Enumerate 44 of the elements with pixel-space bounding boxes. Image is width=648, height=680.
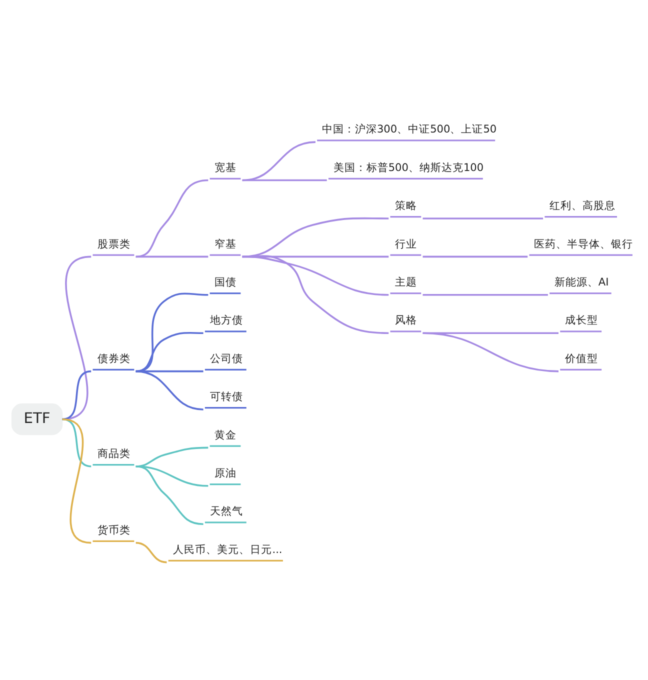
node-text: 可转债: [210, 391, 243, 404]
node-text: 主题: [395, 276, 418, 288]
node-text: 新能源、AI: [554, 276, 609, 288]
connector: [422, 218, 544, 220]
connector: [242, 179, 327, 182]
connector: [62, 418, 92, 544]
node-text: 美国：标普500、纳斯达克100: [333, 162, 484, 174]
node-text: 商品类: [98, 448, 131, 460]
node-text: 成长型: [565, 314, 598, 327]
node-text: 公司债: [210, 352, 243, 365]
connector: [422, 332, 559, 372]
node-text: 中国：沪深300、中证500、上证50: [322, 124, 497, 136]
node-text: 原油: [214, 467, 237, 480]
node-text: 风格: [395, 314, 418, 327]
node-text: 股票类: [98, 238, 131, 250]
connector: [136, 370, 204, 410]
node-text: 策略: [395, 200, 418, 212]
connector: [422, 332, 558, 334]
node-text: 人民币、美元、日元...: [173, 544, 282, 556]
connector: [422, 294, 548, 296]
connector: [62, 370, 92, 420]
connector: [136, 292, 208, 372]
connector: [136, 466, 204, 525]
connector: [62, 256, 92, 420]
node-text: 国债: [214, 276, 237, 288]
node-text: 医药、半导体、银行: [534, 238, 634, 250]
node-box: ETF: [11, 403, 63, 436]
node-text: 宽基: [214, 162, 237, 174]
node-text: 红利、高股息: [550, 200, 616, 212]
node-text: 天然气: [210, 506, 243, 518]
node-text: 价值型: [565, 352, 598, 365]
connector: [422, 256, 528, 258]
connector: [242, 255, 389, 334]
connector: [136, 332, 204, 372]
node-text: 债券类: [98, 352, 131, 365]
node-text: 货币类: [98, 524, 131, 536]
connector: [136, 256, 208, 258]
connector: [136, 179, 208, 258]
node-text: 黄金: [214, 429, 237, 442]
node-text: 行业: [395, 238, 418, 250]
node-text: 窄基: [214, 238, 237, 250]
connector: [136, 542, 167, 564]
connector: [242, 217, 389, 258]
node-text: 地方债: [210, 314, 243, 327]
